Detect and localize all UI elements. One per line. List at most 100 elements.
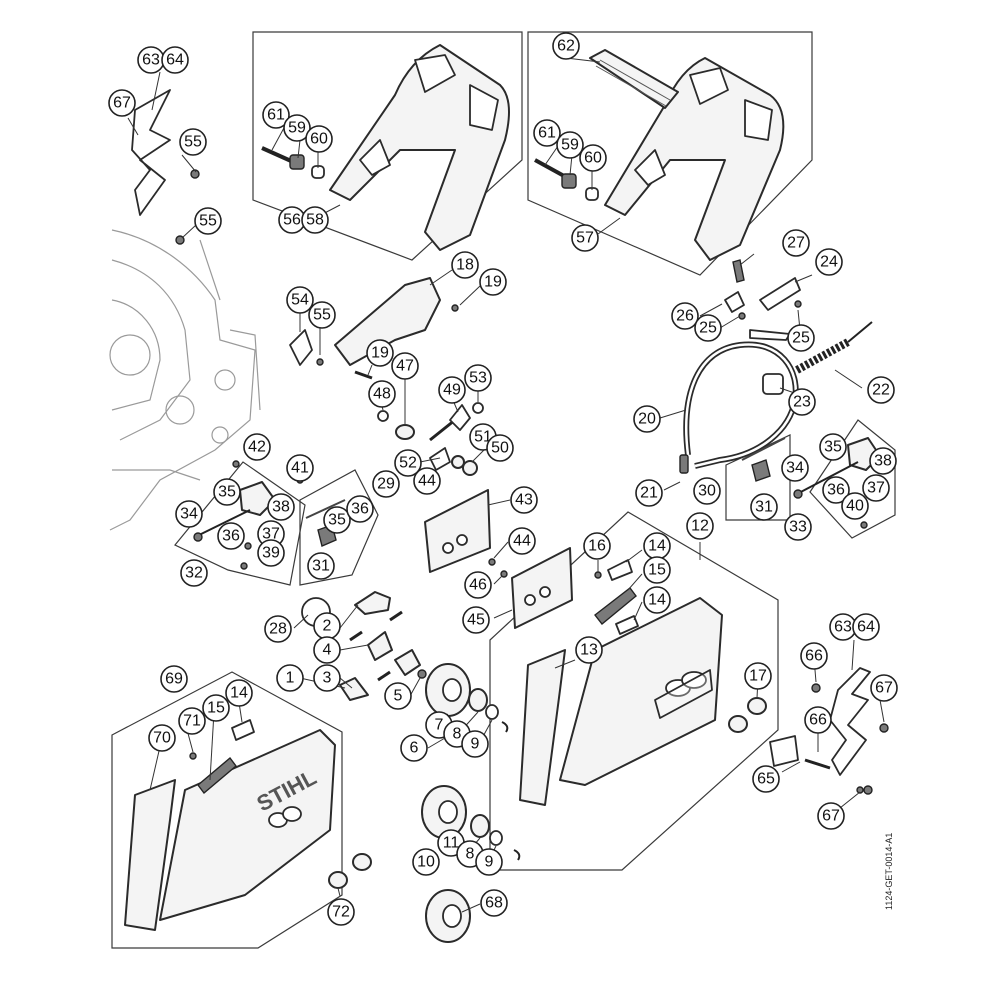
callout-36-a[interactable]: 36	[217, 522, 245, 550]
callout-35-a[interactable]: 35	[213, 478, 241, 506]
callout-60-left[interactable]: 60	[305, 125, 333, 153]
callout-56[interactable]: 56	[278, 206, 306, 234]
callout-66-a[interactable]: 66	[800, 642, 828, 670]
callout-48[interactable]: 48	[368, 380, 396, 408]
callout-9-a[interactable]: 9	[461, 730, 489, 758]
callout-20[interactable]: 20	[633, 405, 661, 433]
callout-57[interactable]: 57	[571, 224, 599, 252]
callout-15-b[interactable]: 15	[202, 694, 230, 722]
callout-35-c[interactable]: 35	[819, 433, 847, 461]
callout-12[interactable]: 12	[686, 512, 714, 540]
callout-36-b[interactable]: 36	[346, 495, 374, 523]
callout-38-a[interactable]: 38	[267, 493, 295, 521]
callout-24[interactable]: 24	[815, 248, 843, 276]
callout-18[interactable]: 18	[451, 251, 479, 279]
callout-43[interactable]: 43	[510, 486, 538, 514]
callout-61-right[interactable]: 61	[533, 119, 561, 147]
callout-62[interactable]: 62	[552, 32, 580, 60]
callout-33[interactable]: 33	[784, 513, 812, 541]
callout-14-b[interactable]: 14	[643, 586, 671, 614]
callout-10[interactable]: 10	[412, 848, 440, 876]
callout-26[interactable]: 26	[671, 302, 699, 330]
callout-69[interactable]: 69	[160, 665, 188, 693]
callout-23[interactable]: 23	[788, 388, 816, 416]
callout-46[interactable]: 46	[464, 571, 492, 599]
svg-text:44: 44	[513, 533, 531, 550]
callout-60-right[interactable]: 60	[579, 144, 607, 172]
callout-32[interactable]: 32	[180, 559, 208, 587]
callout-14-a[interactable]: 14	[643, 532, 671, 560]
callout-19-a[interactable]: 19	[479, 268, 507, 296]
callout-4[interactable]: 4	[313, 636, 341, 664]
callout-44-b[interactable]: 44	[508, 527, 536, 555]
svg-text:40: 40	[846, 498, 864, 515]
callout-72[interactable]: 72	[327, 898, 355, 926]
brake-linkage	[232, 370, 484, 476]
callout-67-right-a[interactable]: 67	[870, 674, 898, 702]
callout-1[interactable]: 1	[276, 664, 304, 692]
callout-3[interactable]: 3	[313, 664, 341, 692]
callout-58[interactable]: 58	[301, 206, 329, 234]
callout-63-top[interactable]: 63	[137, 46, 165, 74]
callout-37-a[interactable]: 37	[257, 520, 285, 548]
clutch-drum-upper	[425, 663, 509, 733]
hand-guard-right[interactable]	[604, 57, 785, 261]
callout-40[interactable]: 40	[841, 492, 869, 520]
callout-36-c[interactable]: 36	[822, 476, 850, 504]
callout-41[interactable]: 41	[286, 454, 314, 482]
callout-67-right-b[interactable]: 67	[817, 802, 845, 830]
callout-45[interactable]: 45	[462, 606, 490, 634]
callout-44-a[interactable]: 44	[413, 467, 441, 495]
callout-19-b[interactable]: 19	[366, 339, 394, 367]
callout-42[interactable]: 42	[243, 433, 271, 461]
callout-50[interactable]: 50	[486, 434, 514, 462]
callout-55-b[interactable]: 55	[194, 207, 222, 235]
callout-5[interactable]: 5	[384, 682, 412, 710]
callout-71[interactable]: 71	[178, 707, 206, 735]
callout-27[interactable]: 27	[782, 229, 810, 257]
svg-text:37: 37	[262, 526, 280, 543]
callout-55-a[interactable]: 55	[179, 128, 207, 156]
callout-34-b[interactable]: 34	[781, 454, 809, 482]
callout-2[interactable]: 2	[313, 612, 341, 640]
callout-9-b[interactable]: 9	[475, 848, 503, 876]
callout-47[interactable]: 47	[391, 352, 419, 380]
callout-30[interactable]: 30	[693, 477, 721, 505]
callout-66-b[interactable]: 66	[804, 706, 832, 734]
callout-34-a[interactable]: 34	[175, 500, 203, 528]
callout-52[interactable]: 52	[394, 449, 422, 477]
callout-35-b[interactable]: 35	[323, 506, 351, 534]
callout-21[interactable]: 21	[635, 479, 663, 507]
callout-67-top[interactable]: 67	[108, 89, 136, 117]
callout-14-c[interactable]: 14	[225, 679, 253, 707]
callout-39[interactable]: 39	[257, 539, 285, 567]
callout-25-b[interactable]: 25	[787, 324, 815, 352]
callout-68[interactable]: 68	[480, 889, 508, 917]
callout-53[interactable]: 53	[464, 364, 492, 392]
callout-59-left[interactable]: 59	[283, 114, 311, 142]
callout-65[interactable]: 65	[752, 765, 780, 793]
callout-64-top[interactable]: 64	[161, 46, 189, 74]
callout-6[interactable]: 6	[400, 734, 428, 762]
callout-63-right[interactable]: 63	[829, 613, 857, 641]
callout-61-left[interactable]: 61	[262, 101, 290, 129]
callout-54[interactable]: 54	[286, 286, 314, 314]
hand-guard-left[interactable]	[329, 44, 510, 251]
callout-31-b[interactable]: 31	[750, 493, 778, 521]
callout-55-c[interactable]: 55	[308, 301, 336, 329]
callout-25-a[interactable]: 25	[694, 314, 722, 342]
callout-64-right[interactable]: 64	[852, 613, 880, 641]
callout-13[interactable]: 13	[575, 636, 603, 664]
callout-17[interactable]: 17	[744, 662, 772, 690]
callout-38-b[interactable]: 38	[869, 447, 897, 475]
callout-15-a[interactable]: 15	[643, 556, 671, 584]
callout-37-b[interactable]: 37	[862, 474, 890, 502]
callout-70[interactable]: 70	[148, 724, 176, 752]
callout-31-a[interactable]: 31	[307, 552, 335, 580]
callout-29[interactable]: 29	[372, 470, 400, 498]
callout-22[interactable]: 22	[867, 376, 895, 404]
callout-49[interactable]: 49	[438, 376, 466, 404]
callout-16[interactable]: 16	[583, 532, 611, 560]
callout-28[interactable]: 28	[264, 615, 292, 643]
callout-59-right[interactable]: 59	[556, 131, 584, 159]
